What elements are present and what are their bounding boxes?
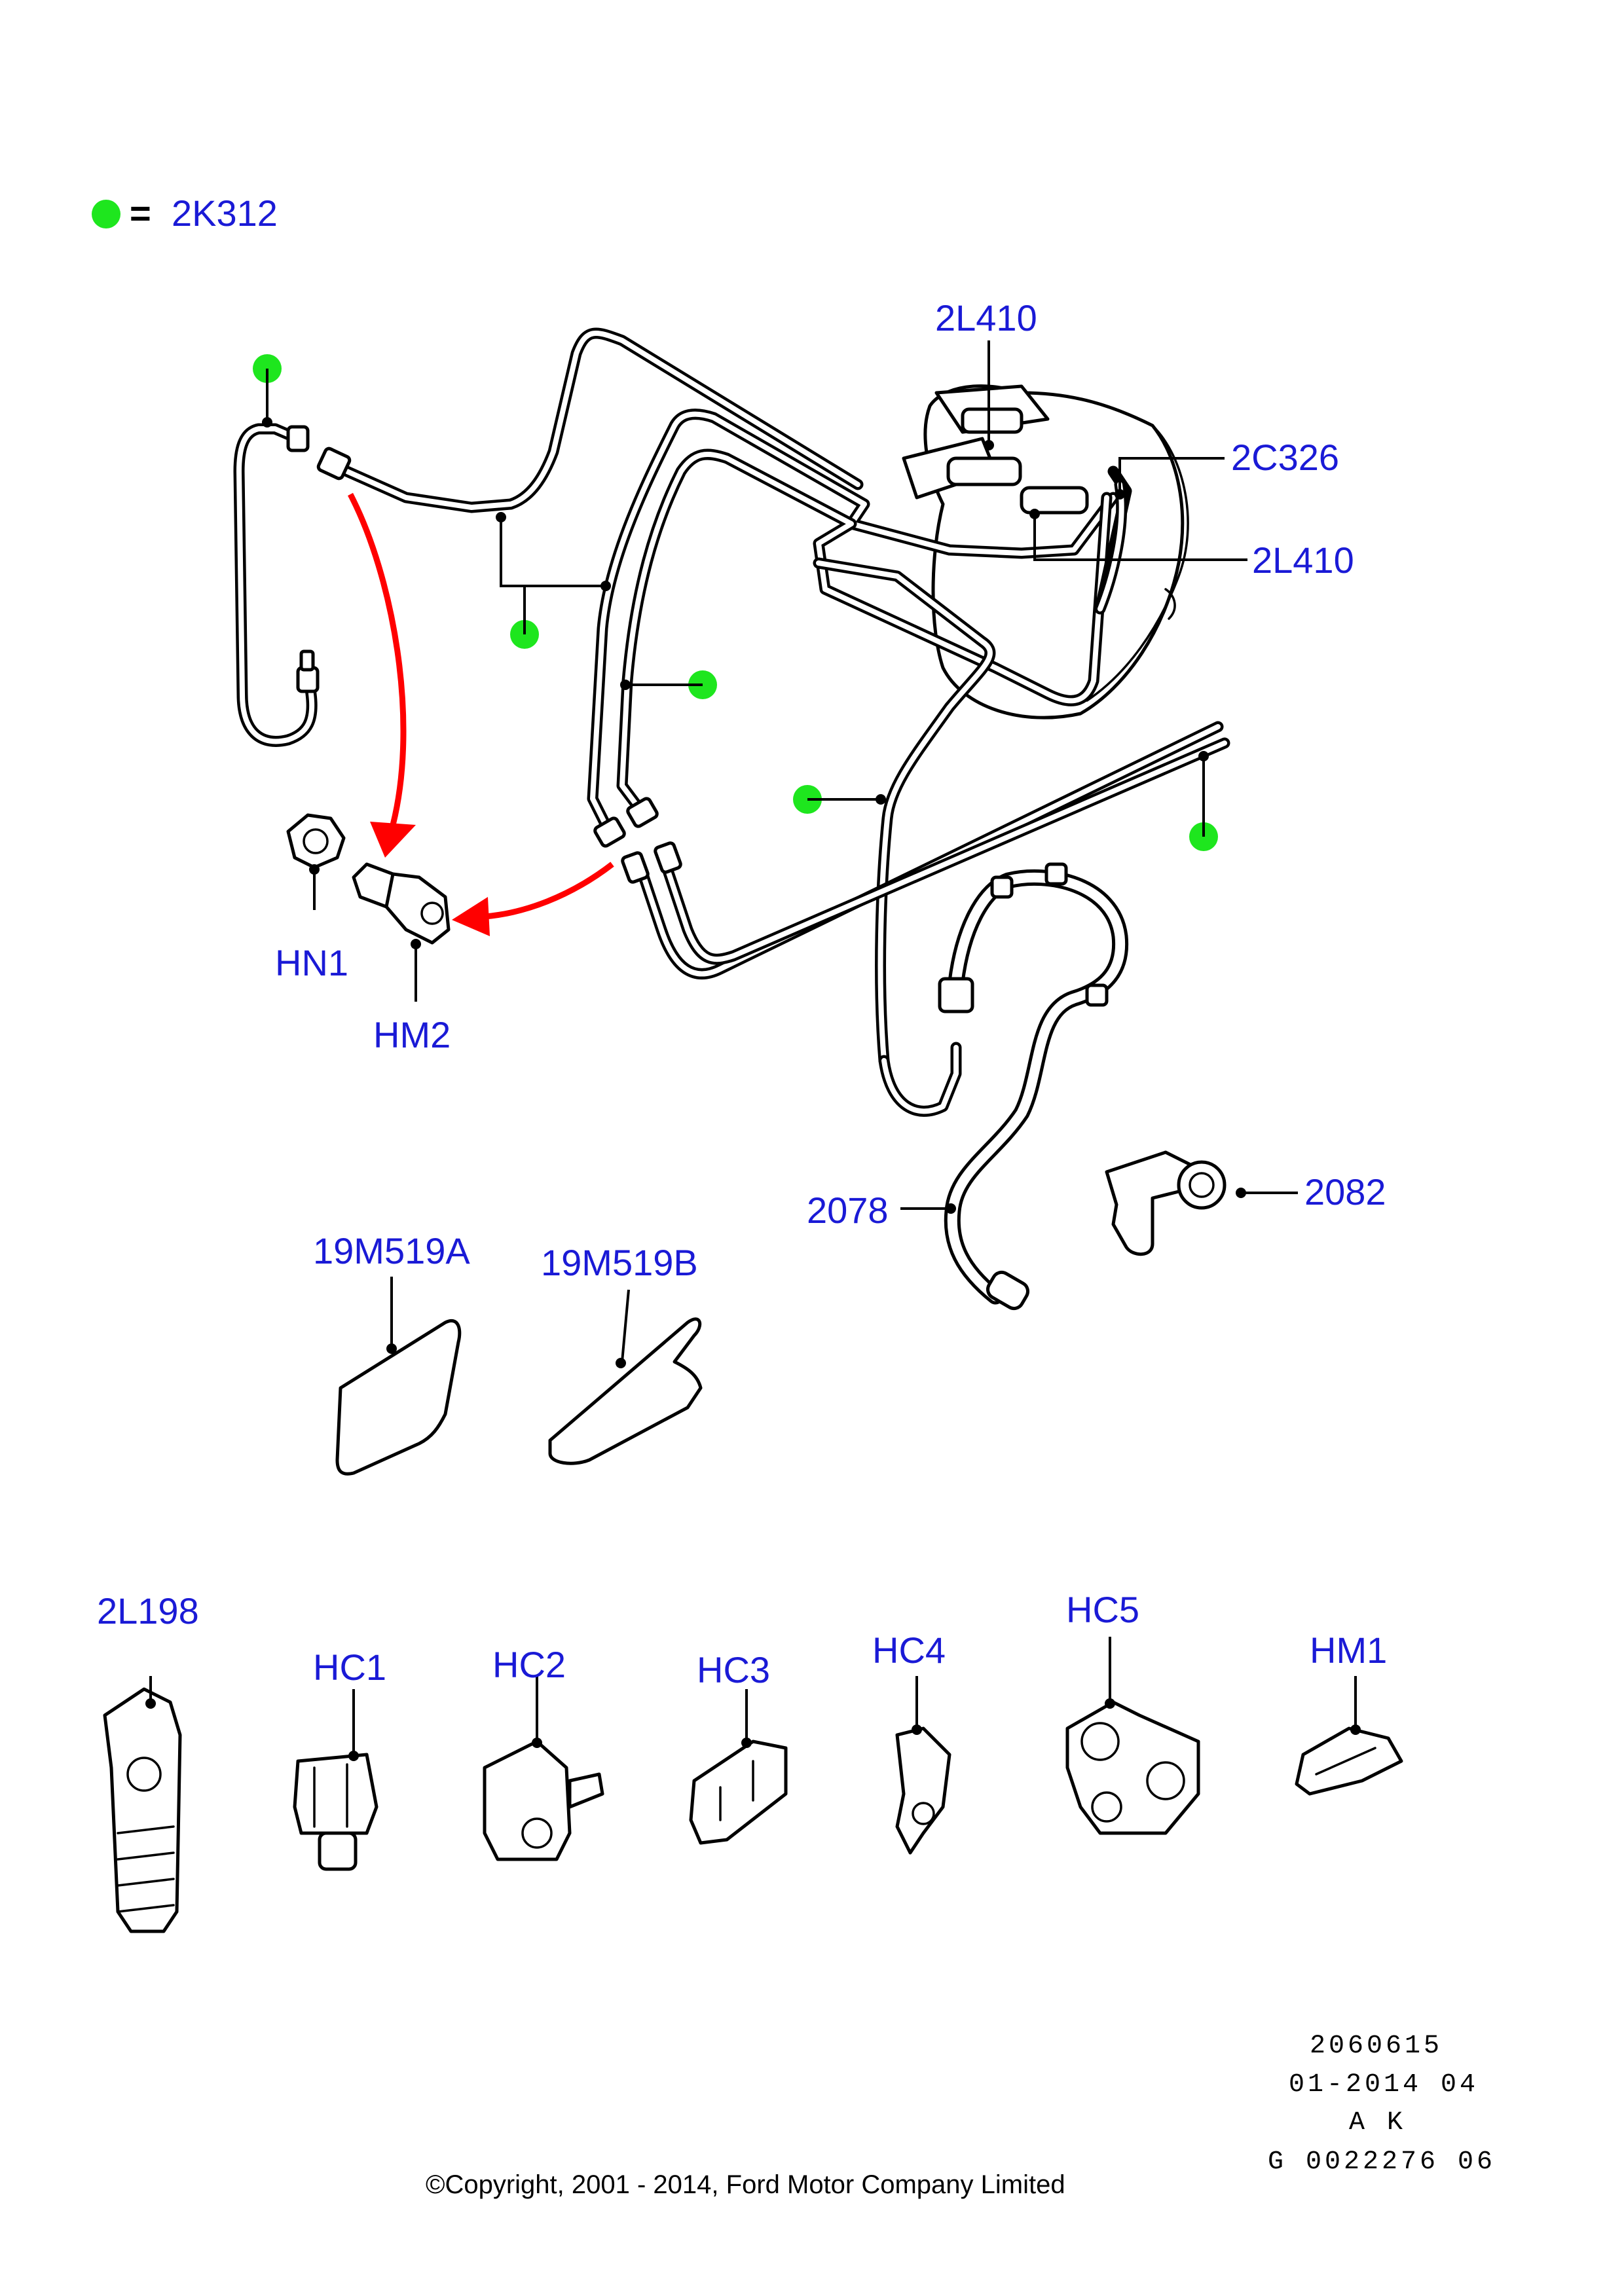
arrow-curve-right [484,862,614,920]
label-HC1: HC1 [313,1647,386,1688]
clip-HC3 [689,1740,788,1845]
meta-line-1: 2060615 [1310,2032,1443,2061]
clip-HC5 [1065,1700,1200,1835]
label-HC5: HC5 [1066,1589,1139,1630]
arrow-curve-left [348,492,407,826]
arrowhead-right [452,897,490,936]
label-HC2: HC2 [492,1644,566,1685]
clip-HC2 [483,1740,604,1861]
clip-HM1 [1295,1726,1403,1796]
bracket-2082 [1105,1150,1227,1256]
clip-HC1 [293,1753,378,1871]
drawing-reference: 2060615 01-2014 04 A K G 0022276 06 [1268,2032,1496,2177]
label-2L410-top: 2L410 [935,297,1037,338]
leader-lines [145,340,1361,1761]
label-HC3: HC3 [697,1649,770,1690]
hm2-union [352,862,451,945]
flex-hose-2078 [938,862,1129,1311]
legend: = 2K312 [92,192,278,234]
left-pipe [233,423,352,747]
part-labels: 2L410 2C326 2L410 HN1 HM2 2078 2082 19M5… [97,297,1387,1690]
seal-19M519A [335,1319,462,1476]
label-HC4: HC4 [872,1630,946,1671]
label-2L198: 2L198 [97,1590,199,1631]
meta-line-3: A K [1349,2108,1406,2138]
label-19M519A: 19M519A [313,1230,470,1271]
legend-equals: = [130,192,151,234]
label-2L410-right: 2L410 [1252,539,1354,581]
meta-line-4: G 0022276 06 [1268,2147,1496,2177]
meta-line-2: 01-2014 04 [1289,2070,1479,2100]
label-2078: 2078 [807,1190,889,1231]
copyright-notice: ©Copyright, 2001 - 2014, Ford Motor Comp… [426,2170,1065,2199]
legend-part-label: 2K312 [172,192,278,234]
red-arrows [348,492,614,936]
legend-marker-icon [92,200,120,228]
clip-HC4 [895,1726,951,1855]
seal-19M519B [548,1317,703,1465]
clip-2L198 [103,1687,182,1933]
label-HM1: HM1 [1310,1630,1387,1671]
label-2C326: 2C326 [1231,437,1339,478]
label-2082: 2082 [1304,1171,1386,1212]
pipe-fittings [593,797,682,884]
label-HM2: HM2 [373,1014,451,1055]
label-19M519B: 19M519B [541,1242,698,1283]
arrowhead-left [370,822,416,858]
label-HN1: HN1 [275,942,348,983]
hn1-nut [286,813,346,869]
